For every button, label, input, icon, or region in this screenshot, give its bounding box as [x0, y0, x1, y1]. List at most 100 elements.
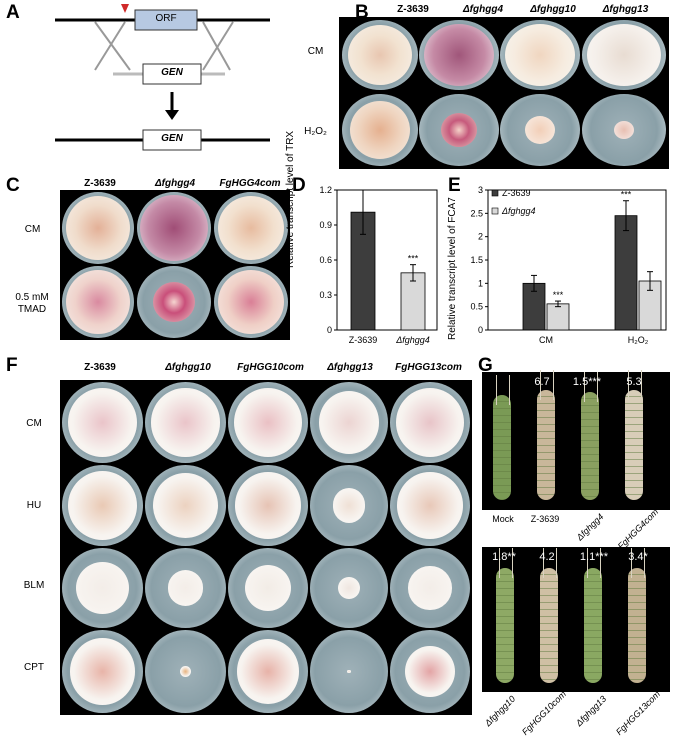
fungal-colony: [395, 387, 465, 458]
panel-label-e: E: [448, 175, 461, 196]
b-row-label: H₂O₂: [304, 126, 327, 137]
g-label: Δfghgg10: [482, 693, 518, 729]
wheat-spike: [537, 390, 555, 500]
f-col-header: Δfghgg10: [165, 362, 211, 373]
bar: [400, 272, 426, 331]
panel-label-c: C: [6, 175, 20, 196]
wheat-spike: [584, 568, 602, 683]
b-col-header: Δfghgg13: [602, 4, 649, 15]
y-tick-label: 1: [478, 278, 483, 288]
f-col-header: FgHGG10com: [237, 362, 304, 373]
x-tick-label: Z-3639: [349, 335, 378, 345]
y-tick-label: 2.5: [470, 208, 483, 218]
f-col-header: Δfghgg13: [327, 362, 373, 373]
y-tick-label: 0.9: [319, 220, 332, 230]
wheat-awns: [631, 548, 645, 578]
fungal-colony: [66, 196, 130, 260]
fungal-colony: [348, 25, 412, 85]
fungal-colony: [338, 576, 360, 600]
legend-label: Δfghgg4: [501, 206, 536, 216]
gen-label-top: GEN: [161, 67, 183, 78]
fungal-colony: [587, 24, 661, 86]
fungal-colony: [66, 270, 130, 334]
wheat-spike: [496, 568, 514, 683]
fungal-colony: [614, 121, 634, 139]
fungal-colony: [67, 470, 138, 541]
f-col-header: FgHGG13com: [395, 362, 462, 373]
y-tick-label: 0.5: [470, 302, 483, 312]
wheat-awns: [540, 370, 554, 400]
x-tick-label: Δfghgg4: [395, 335, 430, 345]
fungal-colony: [75, 561, 130, 615]
significance-label: ***: [621, 190, 632, 200]
c-row-label: CM: [24, 224, 41, 235]
legend-swatch: [491, 207, 499, 215]
fungal-colony: [167, 570, 204, 606]
y-tick-label: 0: [327, 325, 332, 335]
panel-label-a: A: [6, 2, 20, 23]
orf-label: ORF: [155, 13, 177, 24]
bar: [546, 303, 570, 331]
bar: [614, 215, 638, 331]
fungal-colony: [441, 113, 477, 147]
g-disease-index: 1.8**: [492, 551, 516, 563]
wheat-awns: [584, 372, 598, 402]
fungal-colony: [153, 282, 195, 322]
fungal-colony: [140, 195, 208, 261]
fungal-colony: [244, 564, 292, 612]
c-col-header: Z-3639: [84, 178, 116, 189]
wheat-spike: [625, 390, 643, 500]
g-label: Δfghgg4: [574, 511, 606, 543]
wheat-awns: [543, 548, 557, 578]
fungal-colony: [218, 196, 284, 260]
fungal-colony: [218, 270, 284, 334]
c-row-label: 0.5 mM TMAD: [15, 292, 49, 315]
fungal-colony: [153, 473, 218, 538]
f-col-header: Z-3639: [84, 362, 116, 373]
significance-label: ***: [553, 290, 564, 300]
panel-label-f: F: [6, 355, 18, 376]
fungal-colony: [405, 645, 455, 698]
y-tick-label: 0.3: [319, 290, 332, 300]
legend-swatch: [491, 189, 499, 197]
b-row-label: CM: [307, 46, 324, 57]
y-tick-label: 0.6: [319, 255, 332, 265]
legend-label: Z-3639: [502, 188, 531, 198]
wheat-awns: [628, 370, 642, 400]
y-tick-label: 1.2: [319, 185, 332, 195]
fungal-colony: [505, 24, 575, 86]
gene-replacement-diagram: [55, 4, 270, 151]
g-label: Mock: [492, 514, 514, 524]
fungal-colony: [70, 638, 135, 705]
g-disease-index: 1.5***: [572, 376, 602, 388]
b-col-header: Z-3639: [397, 4, 429, 15]
fungal-colony: [236, 639, 300, 704]
significance-label: ***: [408, 254, 419, 264]
g-disease-index: 1.1***: [579, 551, 609, 563]
panel-label-g: G: [478, 355, 493, 376]
wheat-awns: [499, 548, 513, 578]
g-disease-index: 5.3: [626, 376, 642, 388]
fungal-colony: [67, 387, 138, 458]
fungal-colony: [408, 566, 452, 610]
wheat-spike: [581, 392, 599, 500]
f-row-label: HU: [26, 500, 42, 511]
y-tick-label: 0: [478, 325, 483, 335]
x-tick-label: H₂O₂: [628, 335, 649, 345]
fungal-colony: [397, 472, 463, 539]
c-col-header: FgHGG4com: [219, 178, 281, 189]
wheat-spike: [540, 568, 558, 683]
g-disease-index: 4.2: [539, 551, 555, 563]
wheat-spike: [628, 568, 646, 683]
x-tick-label: CM: [539, 335, 553, 345]
f-row-label: CM: [26, 418, 42, 429]
g-label: Z-3639: [530, 514, 560, 524]
g-label: FgHGG10com: [519, 688, 569, 738]
fungal-colony: [424, 24, 494, 86]
c-col-header: Δfghgg4: [154, 178, 196, 189]
e-y-axis-label: Relative transcript level of FCA7: [447, 197, 458, 340]
g-disease-index: 6.7: [534, 376, 550, 388]
fungal-colony: [179, 665, 192, 678]
g-label: Δfghgg13: [573, 693, 609, 729]
fungal-colony: [525, 116, 555, 144]
